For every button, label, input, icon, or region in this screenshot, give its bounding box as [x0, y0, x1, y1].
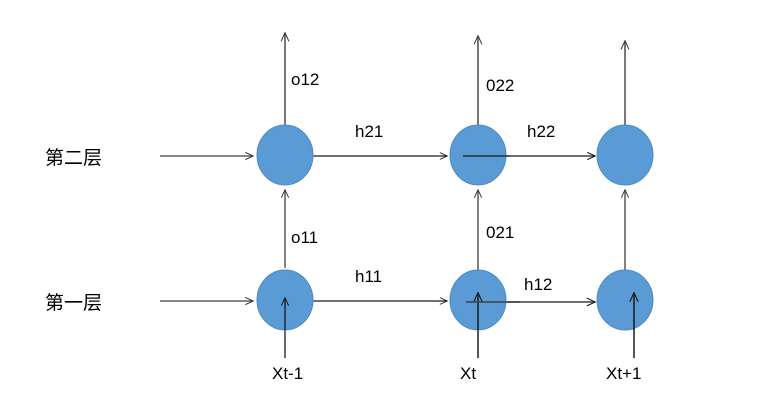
edge-label-h12: h12: [524, 275, 553, 294]
edge-label-h11: h11: [355, 267, 383, 286]
edge-label-h22: h22: [527, 122, 556, 141]
edge-label-o21: 021: [486, 223, 515, 242]
input-label-x-t-plus-1: Xt+1: [606, 364, 642, 383]
node-layer2-step-t[interactable]: [449, 124, 507, 186]
node-layer2-step-t-plus-1[interactable]: [596, 124, 654, 186]
edge-label-o11: o11: [291, 228, 319, 247]
edge-label-o22: 022: [486, 76, 515, 95]
input-label-x-t-minus-1: Xt-1: [272, 364, 304, 383]
edge-label-o12: o12: [291, 70, 320, 89]
node-layer1-step-t-plus-1[interactable]: [596, 269, 654, 331]
node-layer2-step-t-minus-1[interactable]: [256, 124, 314, 186]
input-label-x-t: Xt: [460, 364, 477, 383]
row-label-layer-1: 第一层: [45, 293, 103, 314]
edge-label-h21: h21: [355, 122, 384, 141]
row-label-layer-2: 第二层: [45, 148, 103, 169]
